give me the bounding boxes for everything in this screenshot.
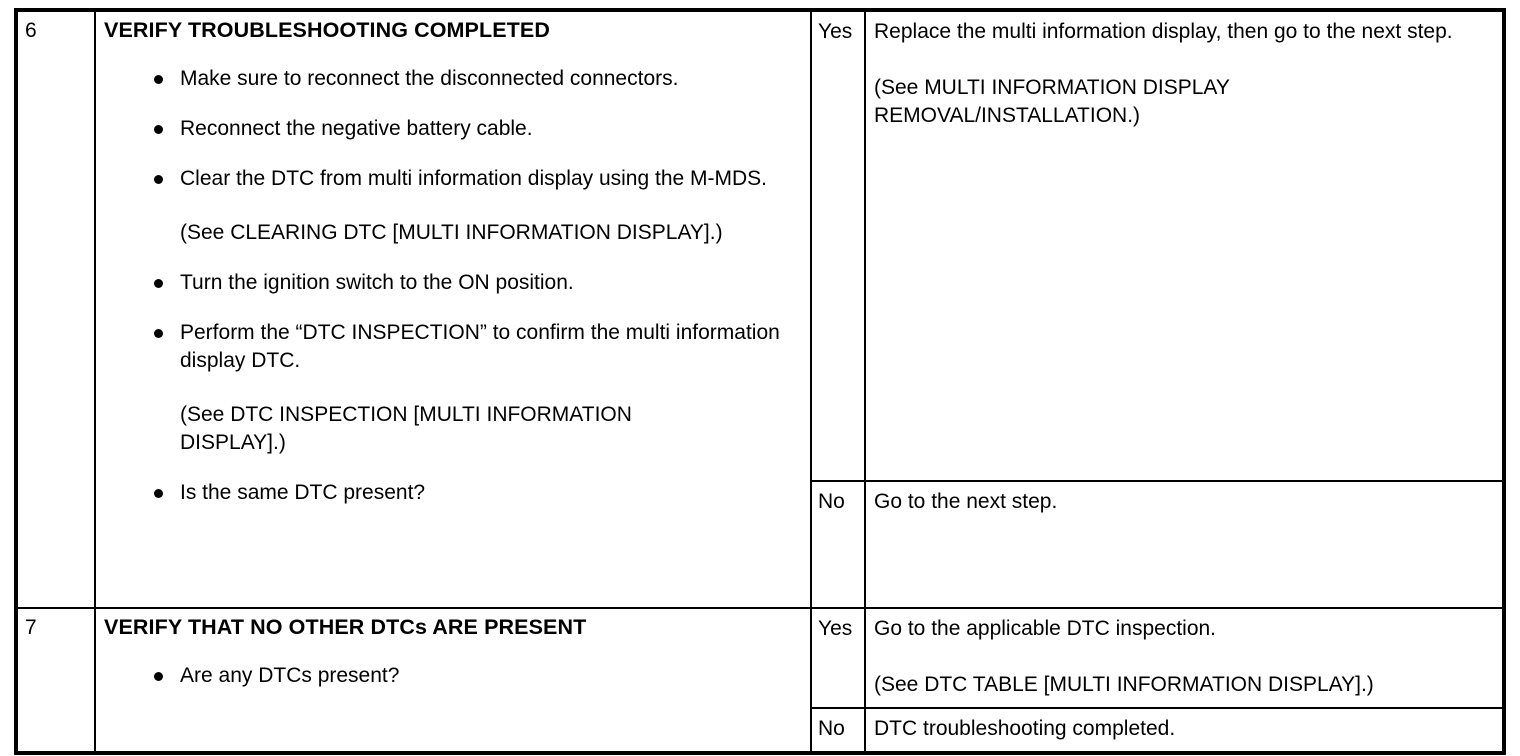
table-row: 7 VERIFY THAT NO OTHER DTCs ARE PRESENT … [15,607,1505,754]
action-line: DTC troubleshooting completed. [874,717,1176,740]
action-text: Replace the multi information display, t… [866,12,1502,138]
action-text: Go to the applicable DTC inspection. (Se… [866,609,1502,707]
step-number: 6 [25,19,37,42]
bullet-dot-icon [154,329,163,338]
troubleshooting-table: 6 VERIFY TROUBLESHOOTING COMPLETED Make … [14,8,1506,755]
step-body-cell: VERIFY THAT NO OTHER DTCs ARE PRESENT Ar… [94,607,812,754]
list-item: Clear the DTC from multi information dis… [104,165,802,193]
bullet-dot-icon [154,672,163,681]
step-number-cell: 7 [15,607,96,754]
list-item-note: (See DTC INSPECTION [MULTI INFORMATION D… [104,401,802,457]
action-line: Go to the applicable DTC inspection. [874,617,1217,640]
bullet-dot-icon [154,489,163,498]
bullet-dot-icon [154,175,163,184]
action-line: (See MULTI INFORMATION DISPLAY REMOVAL/I… [874,76,1230,127]
result-label: No [818,490,845,513]
result-label-cell-no: No [810,480,866,609]
action-spacer [874,46,1494,74]
result-label-cell-no: No [810,707,866,754]
result-label-cell-yes: Yes [810,607,866,709]
list-item-note-label: (See DTC INSPECTION [MULTI INFORMATION D… [180,403,632,454]
step-body: VERIFY THAT NO OTHER DTCs ARE PRESENT Ar… [96,609,810,698]
list-item-label: Make sure to reconnect the disconnected … [180,67,679,90]
inspection-bullet-list: Make sure to reconnect the disconnected … [104,65,802,507]
action-line: (See DTC TABLE [MULTI INFORMATION DISPLA… [874,673,1374,696]
action-line: Replace the multi information display, t… [874,20,1453,43]
step-body-cell: VERIFY TROUBLESHOOTING COMPLETED Make su… [94,9,812,609]
action-text: DTC troubleshooting completed. [866,709,1502,751]
action-cell-no: DTC troubleshooting completed. [864,707,1505,754]
action-spacer [874,643,1494,671]
bullet-dot-icon [154,75,163,84]
table-row: 6 VERIFY TROUBLESHOOTING COMPLETED Make … [15,9,1505,609]
list-item-label: Perform the “DTC INSPECTION” to confirm … [180,321,780,372]
list-item-label: Are any DTCs present? [180,664,400,687]
list-item-label: Is the same DTC present? [180,481,426,504]
result-label: Yes [818,617,853,640]
action-cell-yes: Replace the multi information display, t… [864,9,1505,482]
step-body: VERIFY TROUBLESHOOTING COMPLETED Make su… [96,12,810,515]
list-item-note: (See CLEARING DTC [MULTI INFORMATION DIS… [104,219,802,247]
list-item-label: Reconnect the negative battery cable. [180,117,533,140]
list-item: Make sure to reconnect the disconnected … [104,65,802,93]
step-title: VERIFY THAT NO OTHER DTCs ARE PRESENT [104,615,587,639]
step-number: 7 [25,616,37,639]
action-cell-no: Go to the next step. [864,480,1505,609]
list-item: Reconnect the negative battery cable. [104,115,802,143]
list-item: Turn the ignition switch to the ON posit… [104,269,802,297]
list-item: Are any DTCs present? [104,662,802,690]
result-label: Yes [818,20,853,43]
action-line: Go to the next step. [874,490,1058,513]
list-item-note-label: (See CLEARING DTC [MULTI INFORMATION DIS… [180,221,723,244]
action-cell-yes: Go to the applicable DTC inspection. (Se… [864,607,1505,709]
result-label: No [818,717,845,740]
result-label-cell-yes: Yes [810,9,866,482]
list-item-label: Clear the DTC from multi information dis… [180,167,768,190]
list-item: Is the same DTC present? [104,479,802,507]
step-title: VERIFY TROUBLESHOOTING COMPLETED [104,18,550,42]
bullet-dot-icon [154,125,163,134]
table-row: No DTC troubleshooting completed. [16,707,1505,754]
inspection-bullet-list: Are any DTCs present? [104,662,802,690]
table-row: No Go to the next step. [16,480,1505,609]
list-item: Perform the “DTC INSPECTION” to confirm … [104,319,802,375]
bullet-dot-icon [154,279,163,288]
list-item-label: Turn the ignition switch to the ON posit… [180,271,574,294]
action-text: Go to the next step. [866,482,1502,524]
step-number-cell: 6 [15,9,96,609]
